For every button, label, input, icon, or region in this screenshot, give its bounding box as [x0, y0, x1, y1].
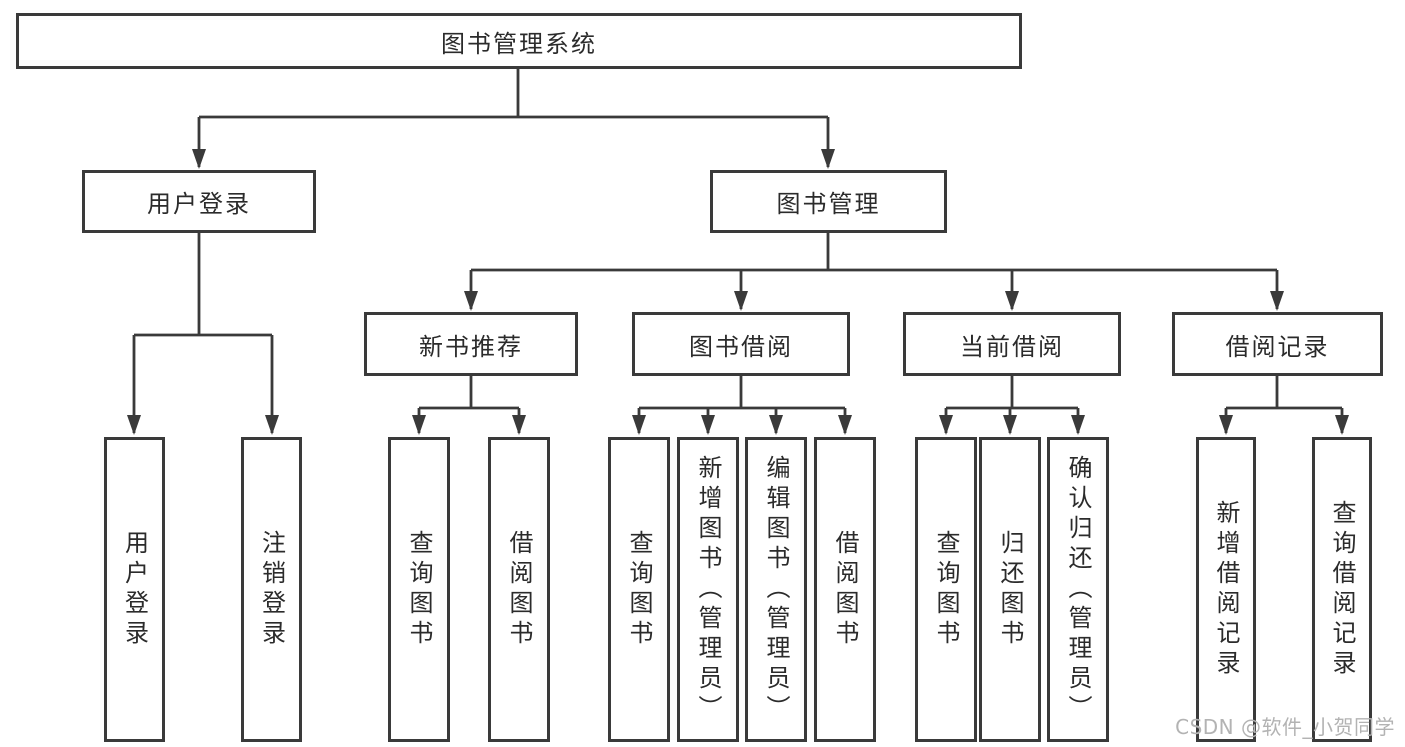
node-new-book-recommend: 新书推荐	[364, 312, 578, 376]
node-book-management: 图书管理	[710, 170, 947, 233]
node-user-login-label: 用户登录	[147, 190, 251, 218]
leaf-query-books-current-label: 查询图书	[932, 529, 960, 650]
book-management-connectors	[464, 233, 1284, 311]
node-borrow-records: 借阅记录	[1172, 312, 1383, 376]
leaf-add-borrow-record: 新增借阅记录	[1196, 437, 1256, 742]
leaf-user-login-label: 用户登录	[120, 529, 149, 650]
node-borrow-records-label: 借阅记录	[1225, 332, 1330, 361]
node-root: 图书管理系统	[16, 13, 1022, 69]
leaf-query-borrow-record: 查询借阅记录	[1312, 437, 1372, 742]
leaf-edit-books-admin: 编辑图书（管理员）	[745, 437, 807, 742]
leaf-edit-books-admin-label: 编辑图书（管理员）	[762, 454, 790, 725]
leaf-query-books-recommend: 查询图书	[388, 437, 450, 742]
leaf-confirm-return-admin-label: 确认归还（管理员）	[1064, 454, 1092, 725]
node-book-borrow: 图书借阅	[632, 312, 850, 376]
book-borrow-connectors	[632, 376, 852, 435]
node-root-label: 图书管理系统	[441, 29, 597, 58]
node-current-borrow-label: 当前借阅	[960, 332, 1064, 361]
leaf-query-books-borrow: 查询图书	[608, 437, 670, 742]
leaf-add-books-admin: 新增图书（管理员）	[677, 437, 739, 742]
leaf-borrow-books-recommend: 借阅图书	[488, 437, 550, 742]
csdn-watermark: CSDN @软件_小贺同学	[1175, 715, 1395, 739]
leaf-borrow-books-label: 借阅图书	[831, 529, 859, 650]
leaf-borrow-books-recommend-label: 借阅图书	[505, 529, 533, 650]
leaf-query-books-current: 查询图书	[915, 437, 977, 742]
leaf-return-books: 归还图书	[979, 437, 1041, 742]
current-borrow-connectors	[939, 376, 1085, 435]
node-book-borrow-label: 图书借阅	[689, 332, 793, 361]
leaf-confirm-return-admin: 确认归还（管理员）	[1047, 437, 1109, 742]
user-login-connectors	[127, 233, 279, 435]
node-user-login: 用户登录	[82, 170, 316, 233]
leaf-add-borrow-record-label: 新增借阅记录	[1212, 499, 1240, 680]
leaf-return-books-label: 归还图书	[996, 529, 1024, 650]
root-connectors	[192, 69, 835, 169]
leaf-borrow-books: 借阅图书	[814, 437, 876, 742]
leaf-query-books-borrow-label: 查询图书	[625, 529, 653, 650]
leaf-add-books-admin-label: 新增图书（管理员）	[694, 454, 722, 725]
node-book-management-label: 图书管理	[776, 190, 881, 218]
leaf-query-books-recommend-label: 查询图书	[405, 529, 433, 650]
node-new-book-recommend-label: 新书推荐	[419, 332, 523, 361]
node-current-borrow: 当前借阅	[903, 312, 1121, 376]
leaf-logout-label: 注销登录	[257, 529, 286, 650]
leaf-query-borrow-record-label: 查询借阅记录	[1328, 499, 1356, 680]
new-book-recommend-connectors	[412, 376, 526, 435]
leaf-logout: 注销登录	[241, 437, 302, 742]
leaf-user-login: 用户登录	[104, 437, 165, 742]
borrow-records-connectors	[1219, 376, 1349, 435]
